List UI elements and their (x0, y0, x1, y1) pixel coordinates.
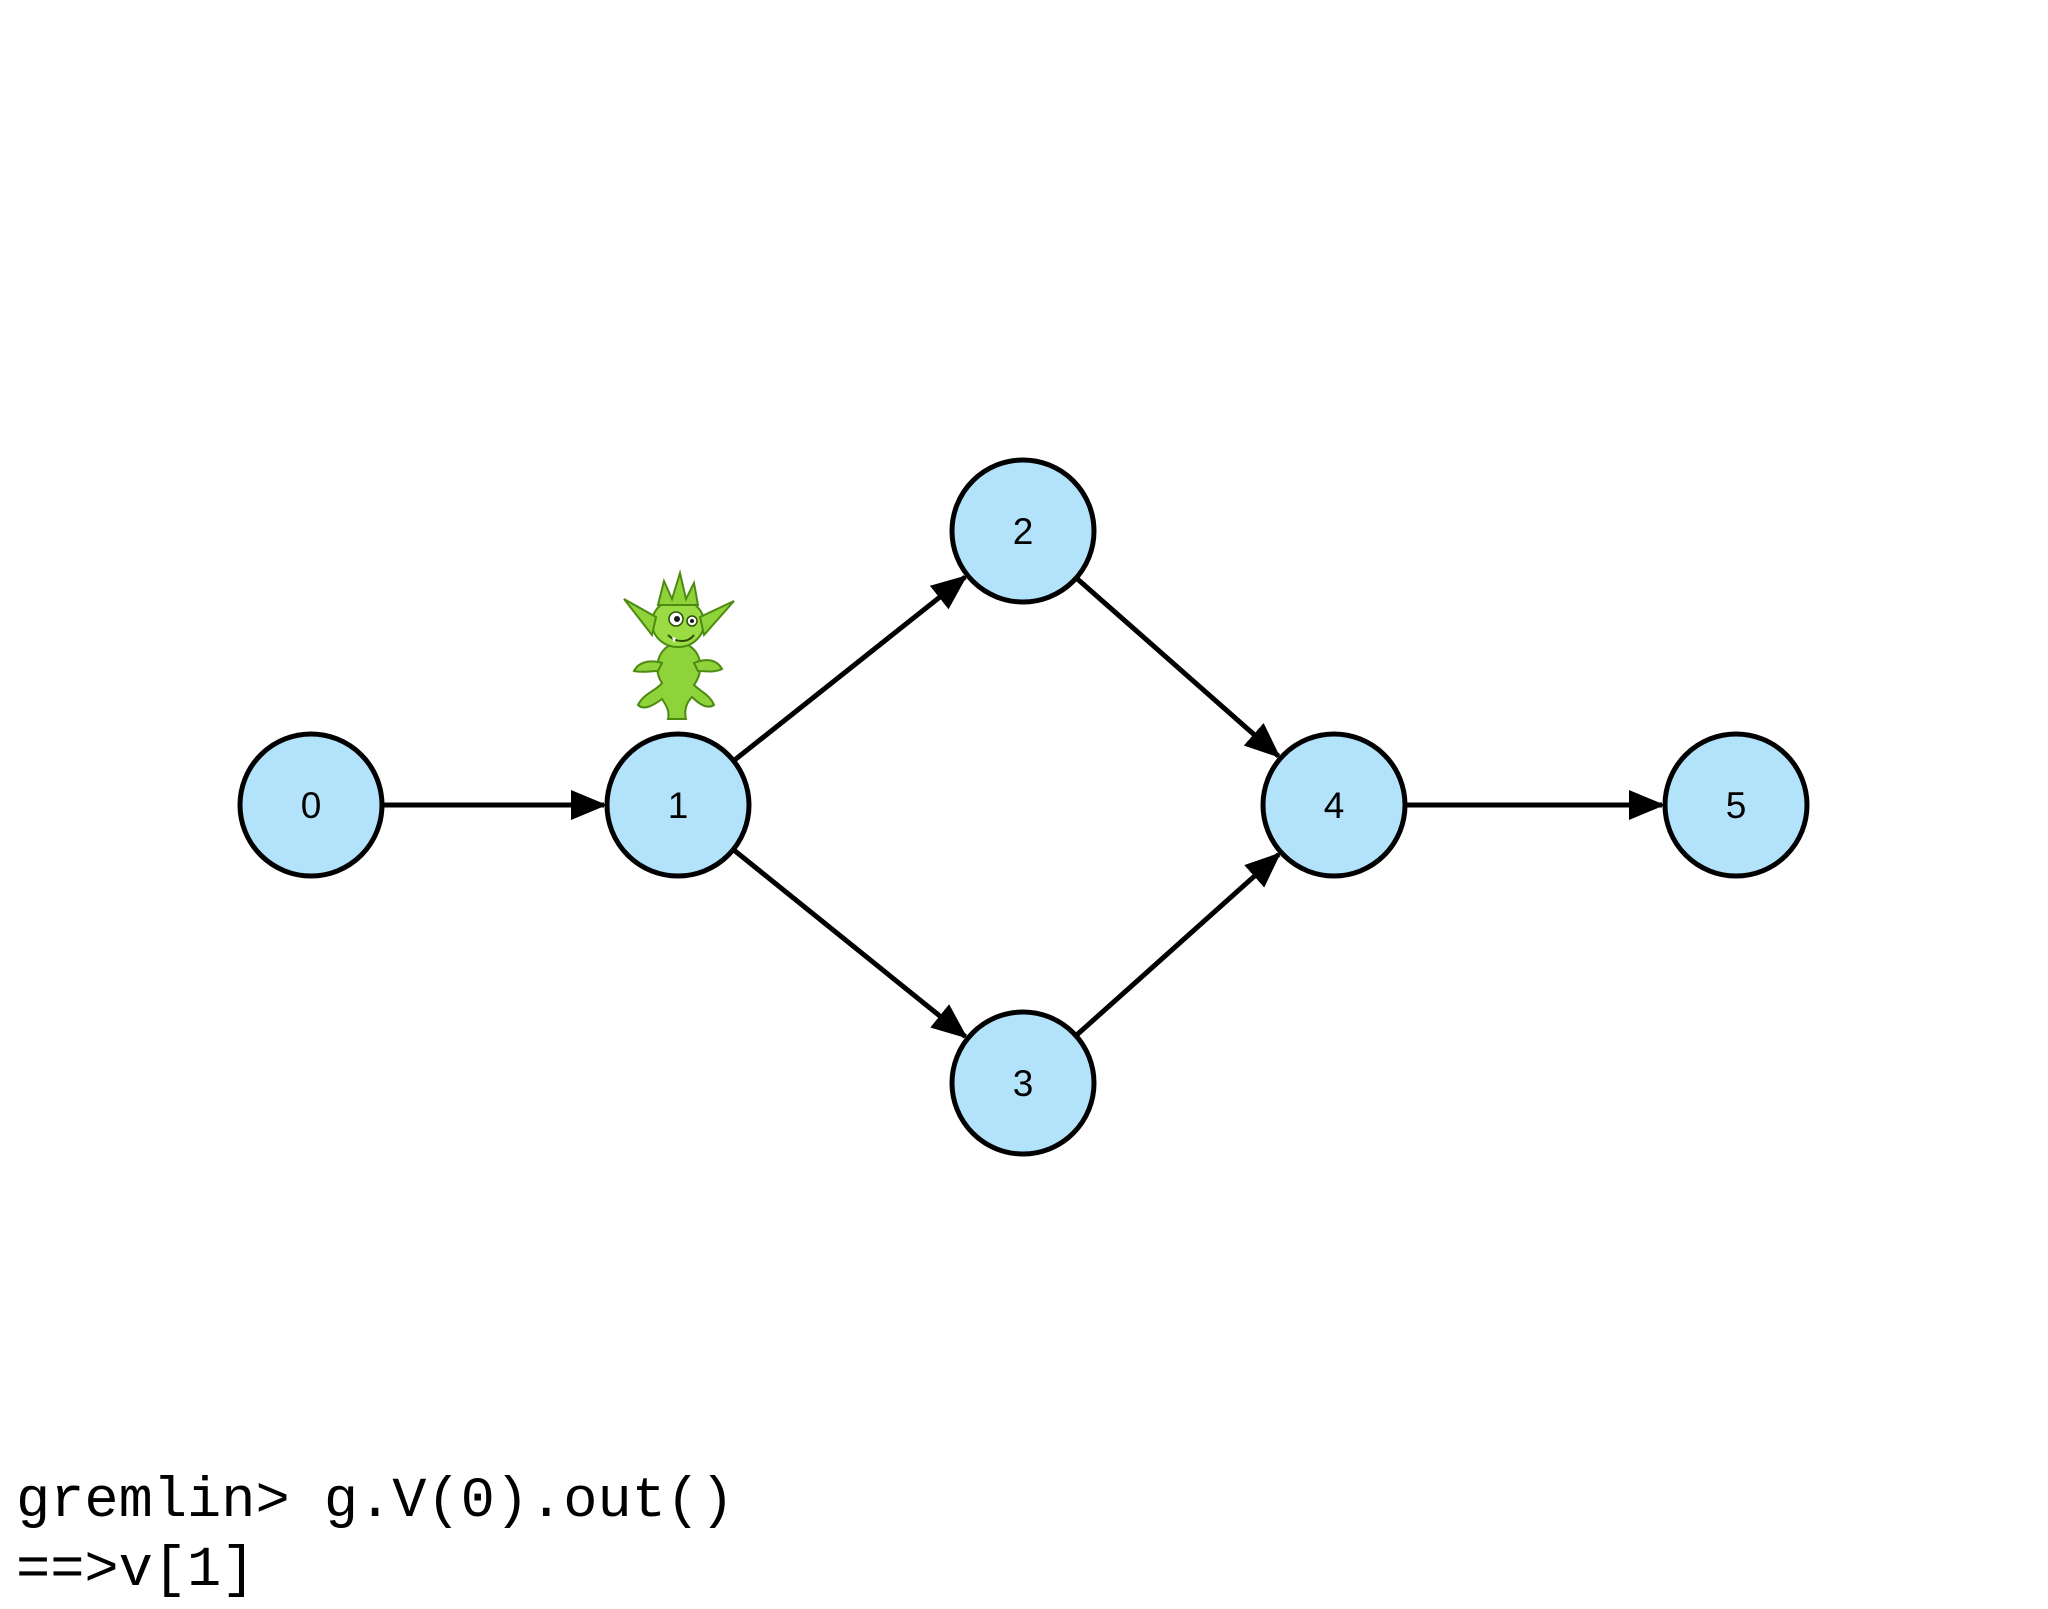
vertex-0: 0 (237, 731, 385, 879)
vertex-label: 2 (1013, 511, 1034, 552)
nodes-layer: 0 1 2 3 4 5 (237, 457, 1810, 1157)
vertex-label: 5 (1726, 785, 1747, 826)
vertex-label: 1 (668, 785, 689, 826)
vertex-label: 4 (1324, 785, 1345, 826)
vertex-3: 3 (949, 1009, 1097, 1157)
edge-v1-v3 (732, 848, 968, 1039)
vertex-circle (604, 731, 752, 879)
vertex-circle (949, 457, 1097, 605)
console-command: gremlin> g.V(0).out() (16, 1470, 735, 1534)
vertex-circle (949, 1009, 1097, 1157)
edges-layer (383, 575, 1665, 1039)
edge-v1-v2 (732, 575, 968, 763)
vertex-circle (1260, 731, 1408, 879)
vertex-5: 5 (1662, 731, 1810, 879)
vertex-circle (237, 731, 385, 879)
vertex-label: 3 (1013, 1063, 1034, 1104)
vertex-1: 1 (604, 731, 752, 879)
vertex-label: 0 (301, 785, 322, 826)
gremlin-mascot-icon (623, 569, 735, 720)
vertex-circle (1662, 731, 1810, 879)
vertex-2: 2 (949, 457, 1097, 605)
edge-v2-v4 (1075, 576, 1281, 759)
vertex-4: 4 (1260, 731, 1408, 879)
edge-v3-v4 (1075, 852, 1282, 1037)
console-result: ==>v[1] (16, 1539, 256, 1603)
